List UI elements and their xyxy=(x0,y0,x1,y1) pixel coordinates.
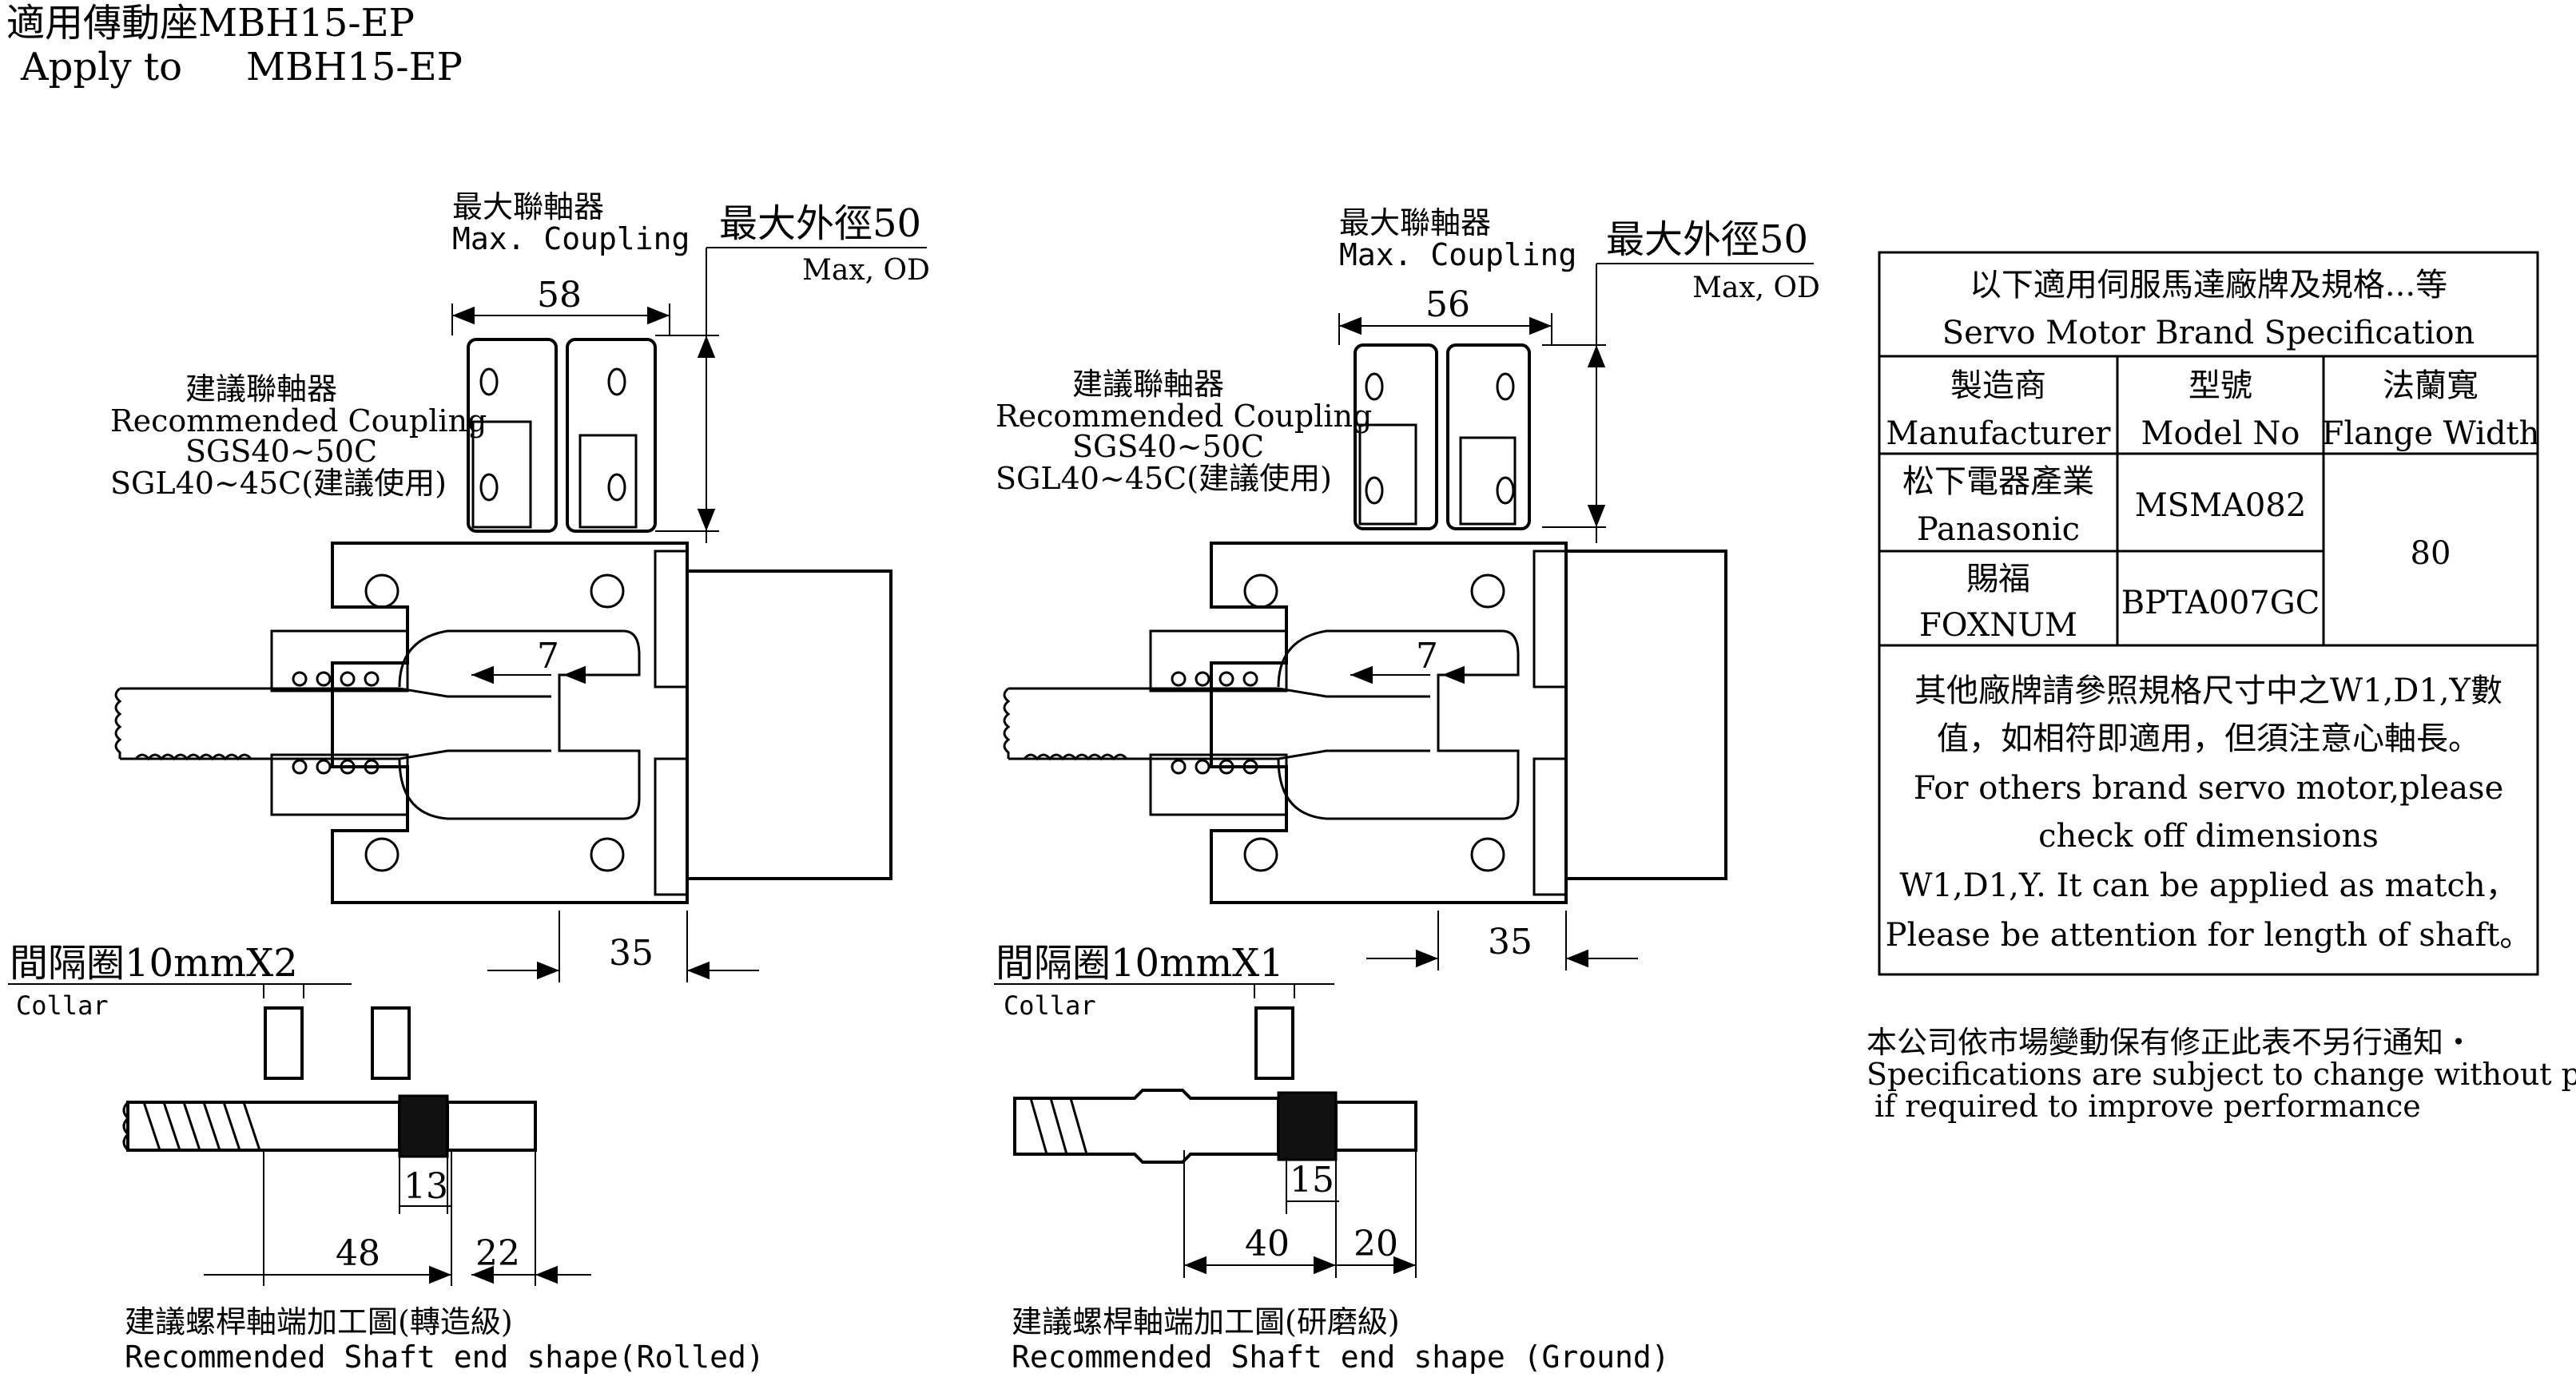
left-collar-en: Collar xyxy=(16,990,109,1021)
disclaimer-zh: 本公司依市場變動保有修正此表不另行通知・ xyxy=(1866,1025,2474,1060)
left-collar-1 xyxy=(264,1006,304,1080)
left-assembly-view: 最大聯軸器 Max. Coupling 最大外徑50 Max, OD 58 建議… xyxy=(8,189,930,1375)
right-gap-label: 7 xyxy=(1416,636,1438,677)
col-model-en: Model No xyxy=(2141,415,2300,452)
left-screw-shaft xyxy=(120,687,551,760)
right-rec-model2: SGL40~45C(建議使用) xyxy=(996,461,1332,496)
left-rec-model2: SGL40~45C(建議使用) xyxy=(110,466,447,501)
note-en-1: For others brand servo motor,please xyxy=(1914,770,2504,807)
col-flange-en: Flange Width xyxy=(2322,415,2540,452)
row2-maker-zh: 賜福 xyxy=(1966,561,2030,597)
right-shaft-dim-40: 40 xyxy=(1245,1224,1290,1264)
row1-maker-zh: 松下電器產業 xyxy=(1902,463,2094,500)
spec-table: 以下適用伺服馬達廠牌及規格...等 Servo Motor Brand Spec… xyxy=(1878,251,2540,976)
right-coupling-en: Max. Coupling xyxy=(1339,237,1576,272)
right-od-en: Max, OD xyxy=(1692,272,1820,304)
right-rec-model1: SGS40~50C xyxy=(1072,429,1264,464)
title-zh: 適用傳動座MBH15-EP xyxy=(6,1,415,46)
note-zh-1: 其他廠牌請參照規格尺寸中之W1,D1,Y數 xyxy=(1914,673,2502,709)
col-flange-zh: 法蘭寬 xyxy=(2383,367,2479,404)
note-en-4: Please be attention for length of shaft。 xyxy=(1886,917,2532,954)
right-rec-en: Recommended Coupling xyxy=(996,399,1372,434)
right-caption-zh: 建議螺桿軸端加工圖(研磨級) xyxy=(1012,1304,1400,1339)
left-bearing-upper xyxy=(270,629,409,692)
right-rec-zh: 建議聯軸器 xyxy=(1072,367,1224,402)
note-en-3: W1,D1,Y. It can be applied as match， xyxy=(1899,867,2517,904)
left-rec-model1: SGS40~50C xyxy=(185,434,377,469)
left-shaft-dim-13: 13 xyxy=(403,1166,448,1207)
note-zh-2: 值，如相符即適用，但須注意心軸長。 xyxy=(1937,720,2480,757)
flange-value: 80 xyxy=(2411,535,2451,572)
disclaimer-en-1: Specifications are subject to change wit… xyxy=(1866,1057,2576,1092)
col-maker-en: Manufacturer xyxy=(1886,415,2111,452)
right-motor-flange xyxy=(1564,550,1727,880)
right-housing xyxy=(1210,542,1568,904)
row2-model: BPTA007GC xyxy=(2121,585,2320,621)
left-collar-2 xyxy=(371,1006,411,1080)
row1-maker-en: Panasonic xyxy=(1917,511,2080,548)
left-motor-flange xyxy=(686,569,892,880)
title-en-model: MBH15-EP xyxy=(246,45,463,89)
left-shaft-body xyxy=(126,1101,401,1152)
left-shaft-dim-22: 22 xyxy=(475,1233,520,1274)
left-coupling-zh: 最大聯軸器 xyxy=(452,189,604,224)
left-width-label: 58 xyxy=(537,275,582,315)
title-block: 適用傳動座MBH15-EP Apply to MBH15-EP xyxy=(6,1,463,89)
spec-table-border xyxy=(1878,251,2539,976)
left-coupling-en: Max. Coupling xyxy=(452,221,690,256)
right-od-zh: 最大外徑50 xyxy=(1606,217,1808,262)
right-shaft-dim-20: 20 xyxy=(1354,1224,1398,1264)
title-en-prefix: Apply to xyxy=(20,45,182,89)
left-rec-en: Recommended Coupling xyxy=(110,403,487,438)
note-en-2: check off dimensions xyxy=(2038,818,2379,855)
right-assembly-view: 最大聯軸器 Max. Coupling 最大外徑50 Max, OD 56 建議… xyxy=(994,205,1820,1375)
left-offset-label: 35 xyxy=(609,933,654,974)
left-caption-en: Recommended Shaft end shape(Rolled) xyxy=(125,1339,765,1375)
left-coupling-half-a xyxy=(467,338,558,533)
left-coupling-half-b xyxy=(566,338,657,533)
left-bearing-lower xyxy=(270,753,409,816)
right-collar-1 xyxy=(1254,1006,1294,1080)
left-shaft-black-band xyxy=(398,1094,449,1158)
row1-model: MSMA082 xyxy=(2135,487,2307,524)
right-collar-en: Collar xyxy=(1004,990,1096,1021)
right-caption-en: Recommended Shaft end shape (Ground) xyxy=(1012,1339,1670,1375)
right-shaft-black-band xyxy=(1277,1091,1338,1161)
right-offset-label: 35 xyxy=(1488,922,1532,962)
col-maker-zh: 製造商 xyxy=(1950,367,2046,404)
left-caption-zh: 建議螺桿軸端加工圖(轉造級) xyxy=(125,1304,513,1339)
disclaimer-en-2: if required to improve performance xyxy=(1874,1089,2421,1124)
left-shaft-dim-48: 48 xyxy=(336,1233,380,1274)
table-header-zh: 以下適用伺服馬達廠牌及規格...等 xyxy=(1970,267,2447,304)
right-width-label: 56 xyxy=(1425,284,1470,325)
left-od-en: Max, OD xyxy=(802,254,930,287)
left-gap-label: 7 xyxy=(537,636,559,677)
right-collar-zh: 間隔圈10mmX1 xyxy=(996,941,1284,986)
right-shaft-dim-15: 15 xyxy=(1290,1160,1334,1200)
disclaimer: 本公司依市場變動保有修正此表不另行通知・ Specifications are … xyxy=(1866,1025,2576,1124)
col-model-zh: 型號 xyxy=(2188,367,2252,404)
row2-maker-en: FOXNUM xyxy=(1919,607,2077,644)
left-housing xyxy=(331,542,689,904)
left-collar-zh: 間隔圈10mmX2 xyxy=(10,941,298,986)
left-od-zh: 最大外徑50 xyxy=(719,201,921,246)
right-coupling-zh: 最大聯軸器 xyxy=(1339,205,1491,240)
left-rec-zh: 建議聯軸器 xyxy=(185,371,337,407)
table-header-en: Servo Motor Brand Specification xyxy=(1942,315,2475,351)
right-shaft-body xyxy=(1013,1089,1280,1164)
